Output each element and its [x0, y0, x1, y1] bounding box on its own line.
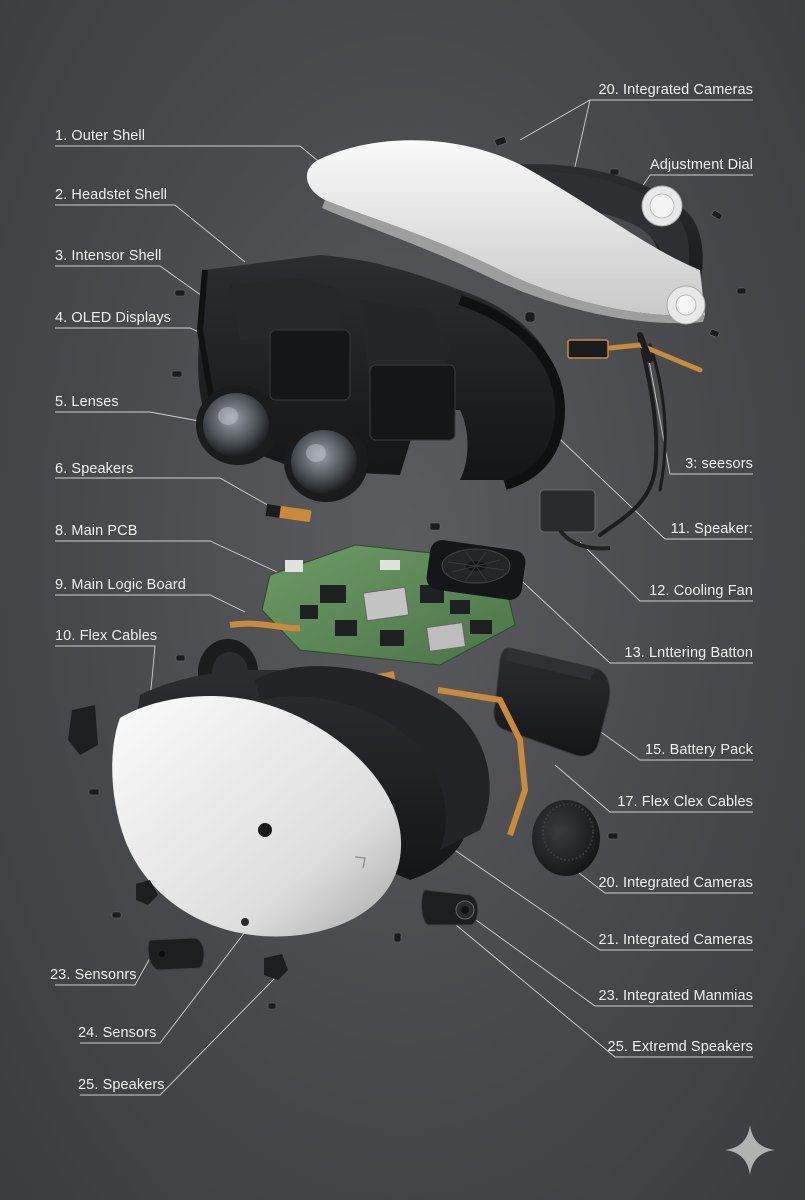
- label-lenses: 5. Lenses: [55, 394, 119, 410]
- label-integrated-23: 23. Integrated Manmias: [598, 988, 753, 1004]
- label-sensors-24: 24. Sensors: [78, 1025, 157, 1041]
- label-speakers-25: 25. Speakers: [78, 1077, 165, 1093]
- label-speakers-6: 6. Speakers: [55, 461, 134, 477]
- label-interior-shell: 3. Intensor Shell: [55, 248, 162, 264]
- label-adjustment-dial: Adjustment Dial: [649, 157, 753, 173]
- lenses: [196, 385, 368, 502]
- flex-cable-lower: [437, 687, 529, 836]
- screws: [88, 136, 747, 1010]
- small-parts-mid: [265, 489, 611, 551]
- label-button-13: 13. Lnttering Batton: [624, 645, 753, 661]
- cooling-fan: [426, 540, 526, 600]
- label-oled-displays: 4. OLED Displays: [55, 310, 172, 326]
- label-outer-shell: 1. Outer Shell: [55, 128, 146, 144]
- label-flex-cables-17: 17. Flex Clex Cables: [617, 794, 753, 810]
- label-speakers-25-right: 25. Extremd Speakers: [607, 1039, 753, 1055]
- label-main-pcb: 8. Main PCB: [55, 523, 138, 539]
- round-speaker: [532, 800, 600, 876]
- label-headset-shell: 2. Headstet Shell: [55, 187, 168, 203]
- headband-assembly: [306, 140, 706, 325]
- label-integrated-cameras-20: 20. Integrated Cameras: [598, 875, 753, 891]
- label-cooling-fan: 12. Cooling Fan: [649, 583, 753, 599]
- label-integrated-cameras-top: 20. Integrated Cameras: [598, 82, 753, 98]
- cables-right: [567, 332, 703, 537]
- lower-sensors: [136, 880, 479, 980]
- front-shell: [112, 666, 490, 937]
- label-sensors-3: 3: seesors: [685, 456, 753, 472]
- label-battery-pack: 15. Battery Pack: [645, 742, 753, 758]
- chassis-frame: [196, 255, 566, 490]
- gemini-sparkle-icon: [725, 1125, 775, 1175]
- label-flex-cables-10: 10. Flex Cables: [55, 628, 158, 644]
- label-main-logic-board: 9. Main Logic Board: [55, 577, 186, 593]
- label-integrated-cameras-21: 21. Integrated Cameras: [598, 932, 753, 948]
- label-sensors-23: 23. Sensonrs: [50, 967, 137, 983]
- label-speaker-11: 11. Speaker:: [670, 521, 753, 537]
- battery-pack: [493, 647, 611, 757]
